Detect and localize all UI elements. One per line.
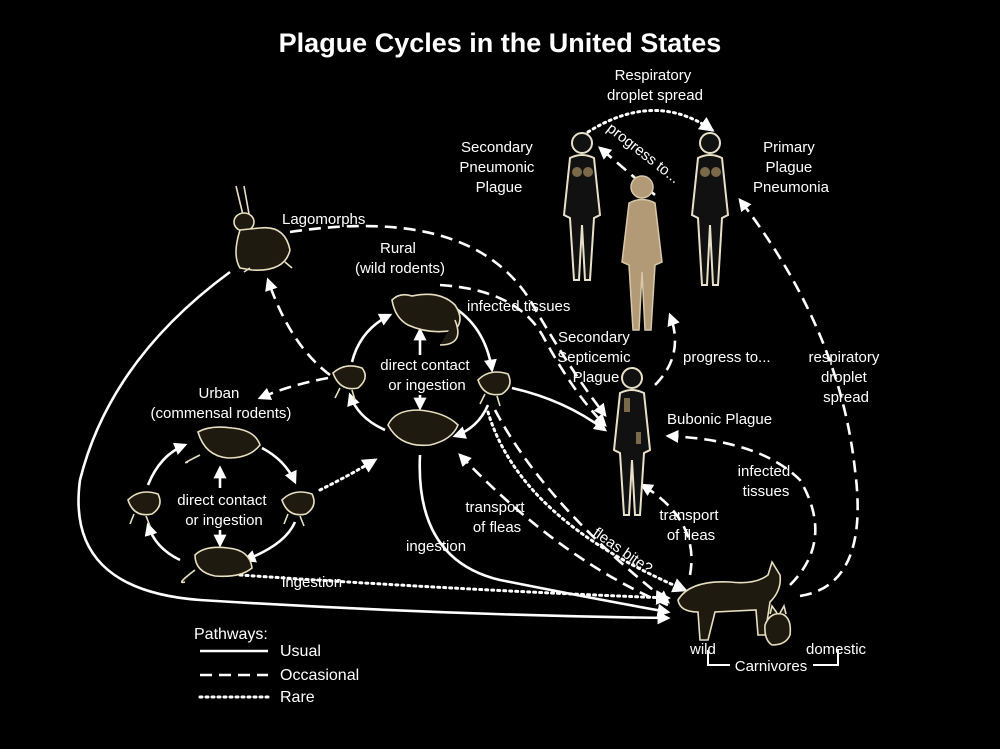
cat-icon: [764, 603, 792, 646]
urban-flea-right-icon: [281, 491, 315, 527]
urban-cycle-arrow: [146, 442, 188, 486]
urban-label: Urban (commensal rodents): [151, 385, 292, 422]
infected-tissues-arrow: [439, 283, 607, 427]
rural-rodent-bottom-icon: [387, 409, 459, 447]
respiratory-droplet-top-arrow: [586, 109, 715, 134]
transport-fleas-left-label: transport of fleas: [465, 499, 528, 536]
urban-flea-left-icon: [127, 491, 161, 527]
rural-to-urban-arrow: [257, 376, 329, 400]
primary-plague-pneumonia-label: Primary Plague Pneumonia: [753, 139, 830, 196]
fleas-bite-arrow: [486, 410, 688, 593]
bubonic-plague-label: Bubonic Plague: [667, 411, 772, 428]
urban-rat-bottom-icon: [180, 546, 253, 584]
transport-fleas-right-label: transport of fleas: [659, 507, 722, 544]
flea-to-carnivore-arrow: [493, 409, 671, 604]
legend-occasional-label: Occasional: [280, 667, 359, 684]
secondary-septicemic-label: Secondary Septicemic Plague: [557, 329, 635, 386]
direct-contact-urban-label: direct contact or ingestion: [177, 492, 270, 529]
respiratory-droplet-top-label: Respiratory droplet spread: [607, 67, 703, 104]
domestic-label: domestic: [806, 641, 867, 658]
rabbit-icon: [233, 185, 293, 273]
progress-to-right-label: progress to...: [683, 349, 771, 366]
urban-rat-top-icon: [184, 426, 261, 464]
carnivores-label: Carnivores: [735, 658, 808, 675]
rural-flea-left-icon: [332, 365, 366, 401]
human-bubonic: [612, 367, 652, 516]
urban-cycle-arrow: [144, 522, 181, 562]
pathways: [77, 109, 859, 625]
rural-label: Rural (wild rodents): [355, 240, 445, 277]
secondary-pneumonic-label: Secondary Pneumonic Plague: [459, 139, 538, 196]
lagomorph-to-carnivore-arrow: [77, 270, 671, 625]
urban-cycle-arrow: [261, 446, 297, 485]
urban-cycle-arrow: [242, 521, 297, 563]
ingestion-center-label: ingestion: [406, 538, 466, 555]
legend-title: Pathways:: [194, 626, 268, 643]
legend-usual-label: Usual: [280, 643, 321, 660]
coyote-icon: [677, 560, 782, 641]
direct-contact-rural-label: direct contact or ingestion: [380, 357, 473, 394]
flea-to-bubonic-arrow: [511, 386, 608, 432]
wild-label: wild: [689, 641, 716, 658]
rural-to-lagomorph-arrow: [265, 277, 331, 377]
rural-flea-right-icon: [477, 371, 511, 407]
ingestion-bottom-label: ingestion: [282, 574, 342, 591]
human-secondary-pneumonic: [562, 132, 602, 281]
carnivores-bracket: [707, 650, 839, 666]
carnivore-respiratory-arrow: [738, 197, 859, 598]
infected-tissues-lower-label: infected tissues: [738, 463, 795, 500]
transport-fleas-arrow: [458, 453, 669, 607]
urban-ingestion-arrow: [238, 573, 671, 606]
rural-cycle-arrow: [350, 313, 393, 363]
carnivore-infected-tissues-arrow: [665, 429, 817, 586]
respiratory-droplet-right-label: respiratory droplet spread: [808, 349, 883, 406]
ingestion-arrow: [418, 454, 671, 617]
rural-cycle-arrow: [452, 404, 490, 439]
rural-rodent-top-icon: [391, 293, 461, 346]
carnivore-transport-fleas-arrow: [639, 483, 693, 576]
diagram-title: Plague Cycles in the United States: [279, 28, 722, 58]
bubonic-progress-arrow: [654, 312, 680, 386]
human-septicemic: [621, 175, 663, 331]
septicemic-progress-arrow: [598, 146, 656, 196]
labels: Respiratory droplet spread Secondary Pne…: [151, 67, 883, 675]
legend: Pathways: Usual Occasional Rare: [194, 626, 359, 706]
urban-to-rural-arrow: [318, 458, 378, 492]
rural-cycle-arrow: [347, 392, 386, 432]
infected-tissues-upper-label: infected tissues: [467, 298, 570, 315]
legend-rare-label: Rare: [280, 689, 315, 706]
lagomorph-to-bubonic-arrow: [289, 224, 607, 418]
lagomorphs-label: Lagomorphs: [282, 211, 365, 228]
human-primary-pneumonia: [690, 132, 730, 286]
